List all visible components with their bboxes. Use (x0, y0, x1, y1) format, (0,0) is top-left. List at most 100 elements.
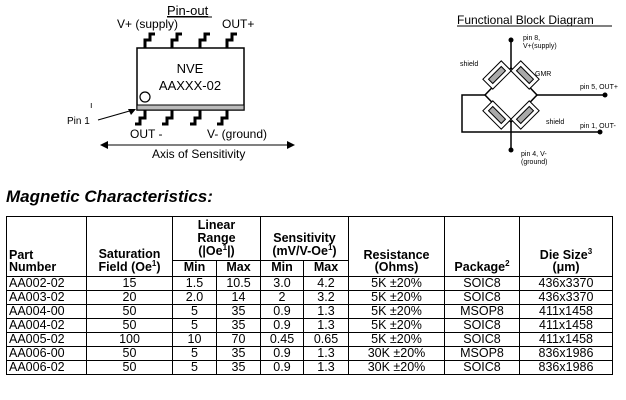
table-cell: 100 (86, 331, 173, 347)
table-cell: 836x1986 (519, 345, 613, 361)
table-cell: 30K ±20% (348, 345, 445, 361)
table-cell: 50 (86, 317, 173, 333)
section-heading: Magnetic Characteristics: (6, 187, 213, 206)
pin5-label: pin 5, OUT+ (580, 84, 618, 91)
table-cell: 1.3 (303, 359, 349, 375)
pin1-arrowhead (128, 109, 136, 115)
gmr-label: GMR (535, 71, 551, 78)
axis-label: Axis of Sensitivity (152, 147, 245, 161)
table-cell: AA003-02 (6, 289, 87, 305)
table-cell: 20 (86, 289, 173, 305)
table-cell: SOIC8 (444, 317, 520, 333)
table-cell: 35 (216, 345, 261, 361)
table-cell: 411x1458 (519, 317, 613, 333)
table-cell: 436x3370 (519, 289, 613, 305)
table-cell: 436x3370 (519, 275, 613, 291)
table-cell: AA004-00 (6, 303, 87, 319)
header-package: Package2 (444, 216, 520, 277)
table-cell: SOIC8 (444, 359, 520, 375)
header-resistance: Resistance(Ohms) (348, 216, 445, 277)
table-cell: AA004-02 (6, 317, 87, 333)
table-cell: 35 (216, 317, 261, 333)
table-cell: 1.3 (303, 345, 349, 361)
header-die-size: Die Size3(μm) (519, 216, 613, 277)
table-cell: 15 (86, 275, 173, 291)
header-sensitivity-min: Min (260, 259, 304, 277)
pinout-top-left-label: V+ (supply) (117, 17, 178, 31)
table-cell: SOIC8 (444, 289, 520, 305)
table-cell: 50 (86, 359, 173, 375)
table-cell: 70 (216, 331, 261, 347)
table-cell: 5 (172, 359, 217, 375)
table-cell: 1.3 (303, 303, 349, 319)
table-subheader-row: Min Max Min Max (7, 259, 613, 277)
table-cell: 30K ±20% (348, 359, 445, 375)
pin4-label-1: pin 4, V- (521, 151, 547, 158)
table-cell: 0.9 (260, 317, 304, 333)
table-cell: 3.2 (303, 289, 349, 305)
node-pin4 (508, 147, 514, 153)
pin1-arrow (97, 109, 134, 121)
table-cell: MSOP8 (444, 345, 520, 361)
pin1-marker-tick: ı (90, 100, 93, 110)
table-cell: 411x1458 (519, 331, 613, 347)
table-cell: AA006-02 (6, 359, 87, 375)
table-cell: 2.0 (172, 289, 217, 305)
table-cell: AA005-02 (6, 331, 87, 347)
pin1-label-block: pin 1, OUT- (580, 123, 616, 130)
table-cell: 14 (216, 289, 261, 305)
table-cell: 10.5 (216, 275, 261, 291)
table-cell: 0.9 (260, 345, 304, 361)
table-cell: 5 (172, 303, 217, 319)
chip-bottom-pins (135, 110, 229, 126)
shield-right-label: shield (546, 119, 564, 126)
table-cell: 411x1458 (519, 303, 613, 319)
pin1-dot (139, 91, 151, 103)
table-cell: AA002-02 (6, 275, 87, 291)
table-cell: 5K ±20% (348, 303, 445, 319)
block-diagram-title: Functional Block Diagram (457, 13, 594, 27)
table-cell: 5K ±20% (348, 317, 445, 333)
header-linear-min: Min (172, 259, 217, 277)
chip-label-part: AAXXX-02 (159, 78, 221, 93)
table-cell: MSOP8 (444, 303, 520, 319)
chip-top-pins (143, 32, 237, 48)
table-cell: 1.5 (172, 275, 217, 291)
table-cell: 5K ±20% (348, 275, 445, 291)
table-cell: 50 (86, 345, 173, 361)
table-cell: 0.9 (260, 359, 304, 375)
pin1-label: Pin 1 (67, 116, 90, 127)
table-cell: 0.65 (303, 331, 349, 347)
axis-arrowhead-right (287, 141, 295, 149)
pinout-bottom-right-label: V- (ground) (207, 127, 267, 141)
header-sensitivity-max: Max (303, 259, 349, 277)
chip-base-stripe (136, 104, 245, 111)
pinout-title: Pin-out (167, 3, 209, 18)
table-cell: 0.45 (260, 331, 304, 347)
chip-label-brand: NVE (177, 61, 204, 76)
shield-left-label: shield (460, 61, 478, 68)
table-cell: 2 (260, 289, 304, 305)
table-cell: 5 (172, 345, 217, 361)
node-pin8 (508, 37, 514, 43)
gmr-resistors (482, 60, 540, 130)
node-pin1 (597, 129, 603, 135)
table-cell: 5K ±20% (348, 289, 445, 305)
pin4-label-2: (ground) (521, 159, 547, 166)
table-cell: 5 (172, 317, 217, 333)
table-cell: AA006-00 (6, 345, 87, 361)
table-cell: SOIC8 (444, 275, 520, 291)
pinout-diagram: Pin-out V+ (supply) OUT+ NVE AAXXX-02 ı … (67, 3, 295, 161)
table-cell: 35 (216, 303, 261, 319)
header-linear-max: Max (216, 259, 261, 277)
pinout-top-right-label: OUT+ (222, 17, 254, 31)
table-cell: 4.2 (303, 275, 349, 291)
